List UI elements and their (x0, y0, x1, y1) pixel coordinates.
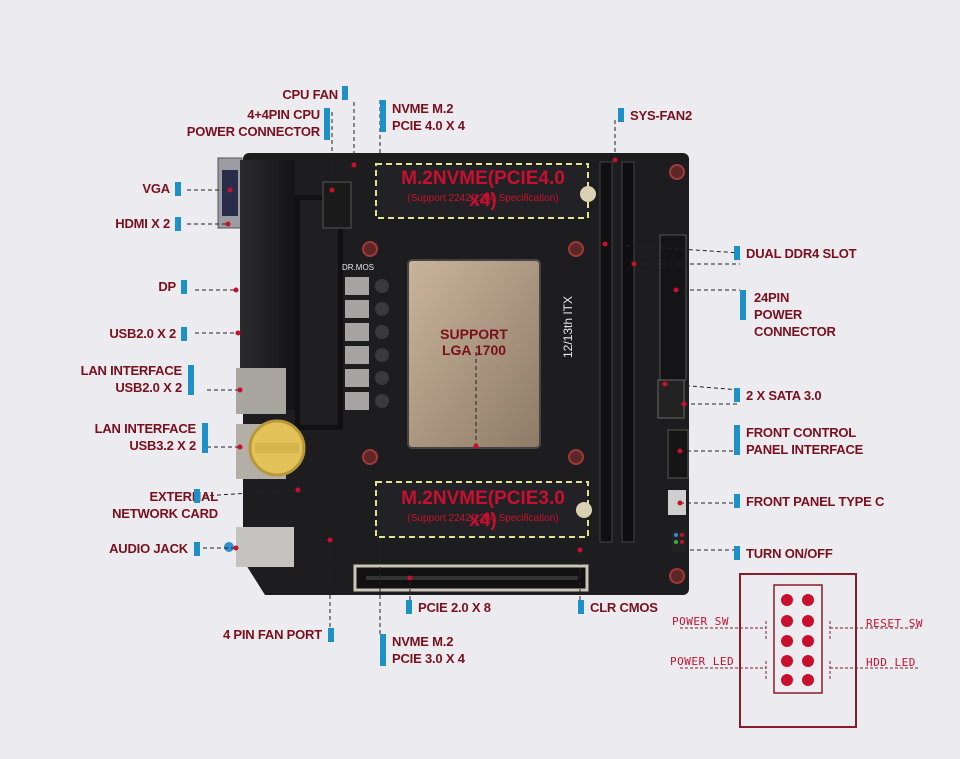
power-pins (672, 530, 686, 552)
pin-power-led: POWER LED (670, 655, 735, 668)
pin-header-diagram (680, 573, 920, 728)
drmos-silkscreen: DR.MOS (342, 263, 374, 272)
cpu-socket-text: LGA 1700 (441, 342, 507, 358)
label-sys-fan: SYS-FAN2 (630, 108, 692, 123)
ddr4-slot-a (599, 161, 613, 543)
lan-usb20-port (236, 368, 286, 414)
cpu-support-text: SUPPORT (440, 326, 508, 342)
atx-24pin (659, 234, 687, 381)
label-vga: VGA (142, 181, 170, 196)
vrm-chokes (345, 277, 369, 410)
cpu-power-connector (322, 181, 352, 229)
label-hdmi: HDMI X 2 (115, 216, 170, 231)
label-fan-port: 4 PIN FAN PORT (222, 627, 322, 642)
label-turn-on: TURN ON/OFF (746, 546, 833, 561)
m2-bottom-title: M.2NVME(PCIE3.0 x4) (401, 488, 565, 531)
ddr4-slot-b (621, 161, 635, 543)
label-clr-cmos: CLR CMOS (590, 600, 658, 615)
pin-reset-sw: RESET SW (866, 617, 923, 630)
pin-power-sw: POWER SW (672, 615, 729, 628)
front-panel-header (667, 429, 689, 479)
label-pcie: PCIE 2.0 X 8 (418, 600, 491, 615)
cpu-socket (407, 259, 541, 449)
m2-top-slot (375, 163, 589, 219)
label-audio-jack: AUDIO JACK (109, 541, 188, 556)
label-sata: 2 X SATA 3.0 (746, 388, 822, 403)
audio-port (236, 527, 294, 567)
label-type-c: FRONT PANEL TYPE C (746, 494, 885, 509)
label-cpu-fan: CPU FAN (282, 87, 338, 102)
m2-bottom-slot (375, 481, 589, 538)
pin-hdd-led: HDD LED (866, 656, 916, 669)
m2-bottom-sub: (Support 2242/2280 Specification) (407, 513, 559, 524)
label-dp: DP (158, 279, 176, 294)
board-silkscreen: 12/13th ITX (561, 295, 575, 359)
label-ddr4: DUAL DDR4 SLOT (746, 246, 857, 261)
m2-top-title: M.2NVME(PCIE4.0 x4) (401, 168, 565, 211)
sata-ports (657, 379, 685, 419)
label-usb20: USB2.0 X 2 (109, 326, 176, 341)
type-c-header (668, 490, 686, 515)
m2-top-sub: (Support 2242/2280 Specification) (407, 193, 559, 204)
